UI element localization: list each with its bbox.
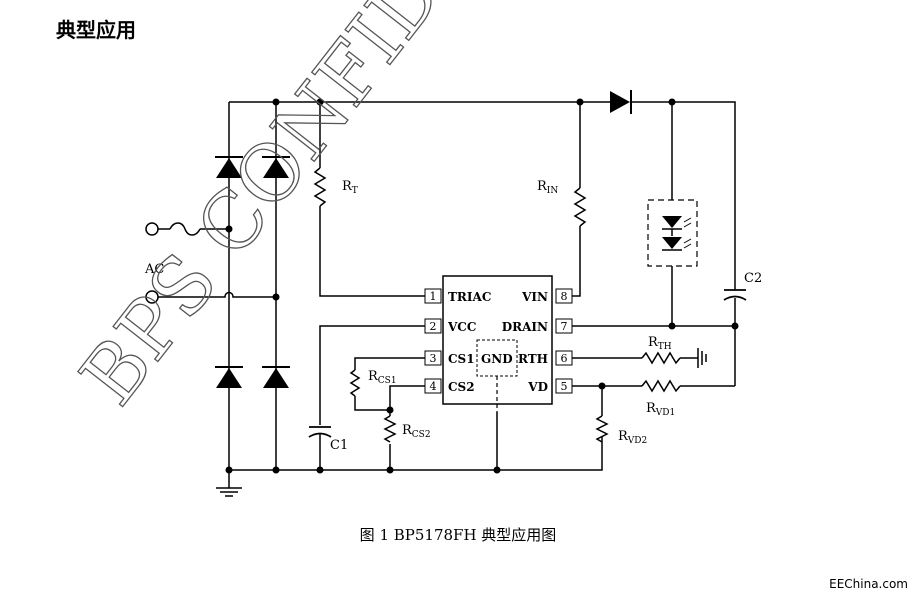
c1-capacitor xyxy=(308,426,332,438)
rth-resistor xyxy=(641,351,681,365)
series-diode xyxy=(610,90,632,114)
svg-text:VIN: VIN xyxy=(521,290,548,304)
ground-icon xyxy=(216,470,242,497)
rvd1-label: RVD1 xyxy=(646,401,675,418)
section-title: 典型应用 xyxy=(56,18,136,42)
ac-label: AC xyxy=(144,262,164,277)
rth-ground-icon xyxy=(697,348,707,368)
rcs2-label: RCS2 xyxy=(402,423,431,440)
bridge-diode-4 xyxy=(262,366,290,388)
svg-text:1: 1 xyxy=(430,290,437,303)
ic-pin-7: 7 DRAIN xyxy=(502,318,573,334)
rcs1-resistor xyxy=(349,369,361,397)
ic-gnd-label: GND xyxy=(481,352,513,366)
svg-text:DRAIN: DRAIN xyxy=(502,320,548,334)
ic-pin-5: 5 VD xyxy=(527,378,573,394)
svg-text:5: 5 xyxy=(561,380,568,393)
rth-label: RTH xyxy=(648,335,672,352)
fuse-icon xyxy=(169,222,201,236)
led-load-box xyxy=(647,199,698,267)
svg-text:6: 6 xyxy=(561,352,568,365)
rt-label: RT xyxy=(342,179,358,196)
rvd2-label: RVD2 xyxy=(618,429,647,446)
ic-pin-2: 2 VCC xyxy=(424,318,476,334)
rin-resistor xyxy=(573,187,587,227)
ic-pin-6: 6 RTH xyxy=(518,350,573,366)
rvd1-resistor xyxy=(641,379,681,393)
junction-dots xyxy=(225,98,676,474)
svg-text:CS2: CS2 xyxy=(448,380,475,394)
c1-label: C1 xyxy=(330,438,348,453)
ic-pin-1: 1 TRIAC xyxy=(424,288,491,304)
ic-pin-3: 3 CS1 xyxy=(424,350,475,366)
bridge-diode-1 xyxy=(215,156,243,178)
rcs1-label: RCS1 xyxy=(368,369,397,386)
ic-pin-4: 4 CS2 xyxy=(424,378,475,394)
svg-text:4: 4 xyxy=(430,380,437,393)
svg-text:VCC: VCC xyxy=(447,320,476,334)
svg-text:3: 3 xyxy=(430,352,437,365)
svg-text:8: 8 xyxy=(561,290,568,303)
svg-text:VD: VD xyxy=(527,380,548,394)
figure-caption: 图 1 BP5178FH 典型应用图 xyxy=(359,526,557,544)
ground-rail xyxy=(229,436,603,471)
rin-label: RIN xyxy=(537,179,558,196)
svg-text:7: 7 xyxy=(561,320,568,333)
svg-text:RTH: RTH xyxy=(518,352,548,366)
site-credit: EEChina.com xyxy=(829,577,908,591)
c2-capacitor xyxy=(723,289,747,301)
c2-label: C2 xyxy=(744,271,762,286)
rcs2-resistor xyxy=(383,415,397,443)
svg-text:TRIAC: TRIAC xyxy=(448,290,491,304)
bridge-diode-2 xyxy=(262,156,290,178)
rvd2-resistor xyxy=(595,415,609,443)
ac-terminal-1 xyxy=(145,222,159,236)
ic-pin-8: 8 VIN xyxy=(521,288,573,304)
svg-text:2: 2 xyxy=(430,320,437,333)
led-icon xyxy=(662,216,692,251)
rt-resistor xyxy=(313,167,327,207)
bridge-diode-3 xyxy=(215,366,243,388)
svg-text:CS1: CS1 xyxy=(448,352,475,366)
